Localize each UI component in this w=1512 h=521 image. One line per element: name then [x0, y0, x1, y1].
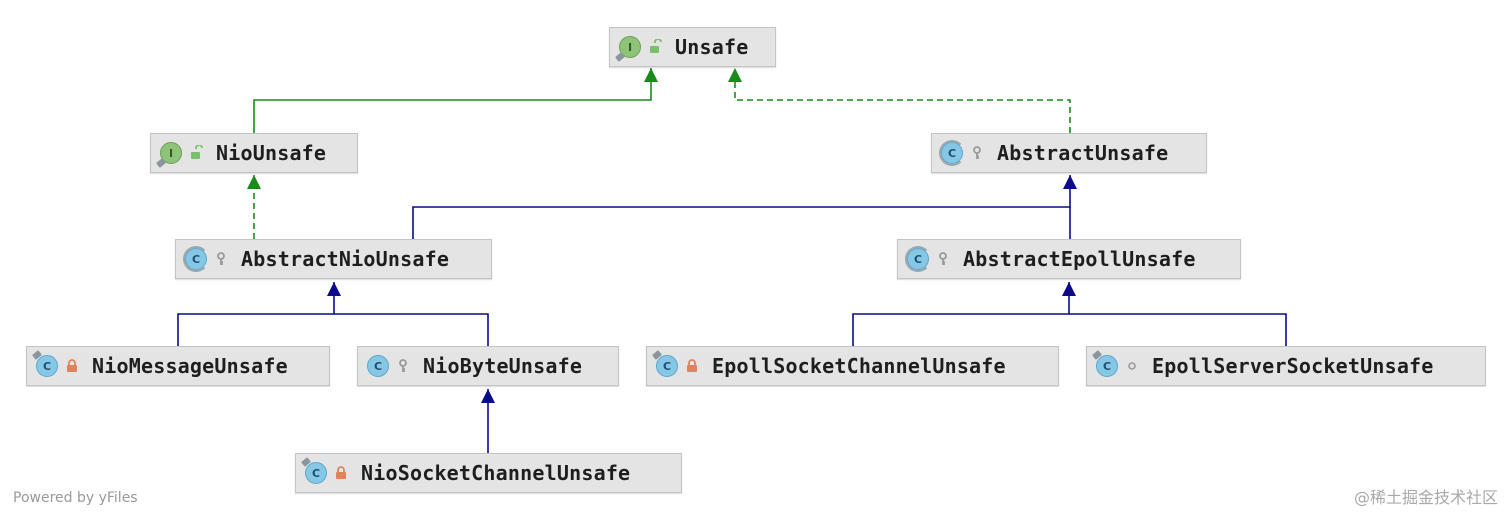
package-lock-open-icon [191, 145, 203, 159]
interface-icon: I [156, 142, 182, 168]
protected-key-icon [939, 252, 947, 265]
edge-niomessageunsafe-to-abstractniounsafe [177, 282, 341, 346]
node-niounsafe[interactable]: I NioUnsafe [150, 133, 358, 173]
abstract-class-icon: C [905, 246, 931, 272]
node-abstractepollunsafe[interactable]: C AbstractEpollUnsafe [897, 239, 1241, 279]
node-unsafe[interactable]: I Unsafe [609, 27, 776, 67]
node-abstractunsafe[interactable]: C AbstractUnsafe [931, 133, 1207, 173]
edge-abstractunsafe-to-unsafe [728, 68, 1071, 133]
package-lock-open-icon [650, 39, 662, 53]
class-icon: C [1092, 350, 1118, 377]
powered-by-text: Powered by yFiles [13, 490, 138, 506]
node-niomessageunsafe[interactable]: C NioMessageUnsafe [26, 346, 330, 386]
abstract-class-icon: C [939, 140, 965, 166]
node-label: NioByteUnsafe [423, 354, 583, 378]
protected-key-icon [973, 146, 981, 159]
private-lock-icon [687, 359, 697, 372]
node-abstractniounsafe[interactable]: C AbstractNioUnsafe [175, 239, 492, 279]
class-icon: C [301, 457, 327, 484]
protected-key-icon [217, 252, 225, 265]
class-icon: C [367, 355, 389, 377]
node-label: EpollServerSocketUnsafe [1152, 354, 1434, 378]
node-epollsocketchannelunsafe[interactable]: C EpollSocketChannelUnsafe [646, 346, 1059, 386]
edge-abstractniounsafe-to-abstractunsafe [412, 175, 1077, 239]
protected-key-icon [399, 359, 407, 372]
node-label: AbstractEpollUnsafe [963, 247, 1196, 271]
node-label: NioMessageUnsafe [92, 354, 288, 378]
private-lock-icon [336, 466, 346, 479]
node-label: Unsafe [675, 35, 749, 59]
class-icon: C [652, 350, 678, 377]
edge-niobyteunsafe-to-abstractniounsafe [334, 313, 489, 346]
watermark-text: @稀土掘金技术社区 [1353, 488, 1498, 507]
node-niosocketchannelunsafe[interactable]: C NioSocketChannelUnsafe [295, 453, 682, 493]
node-label: EpollSocketChannelUnsafe [712, 354, 1006, 378]
edge-epollsocketchannelunsafe-to-abstractepollunsafe [852, 282, 1076, 346]
abstract-class-icon: C [183, 246, 209, 272]
interface-icon: I [615, 36, 641, 62]
node-label: AbstractNioUnsafe [241, 247, 450, 271]
node-epollserversocketunsafe[interactable]: C EpollServerSocketUnsafe [1086, 346, 1486, 386]
class-icon: C [32, 350, 58, 377]
private-lock-icon [67, 359, 77, 372]
node-niobyteunsafe[interactable]: C NioByteUnsafe [357, 346, 619, 386]
node-label: AbstractUnsafe [997, 141, 1169, 165]
package-dot-icon [1128, 362, 1136, 370]
edge-niounsafe-to-unsafe [253, 68, 658, 133]
node-label: NioUnsafe [216, 141, 327, 165]
node-label: NioSocketChannelUnsafe [361, 461, 631, 485]
edge-epollserversocketunsafe-to-abstractepollunsafe [1069, 313, 1287, 346]
